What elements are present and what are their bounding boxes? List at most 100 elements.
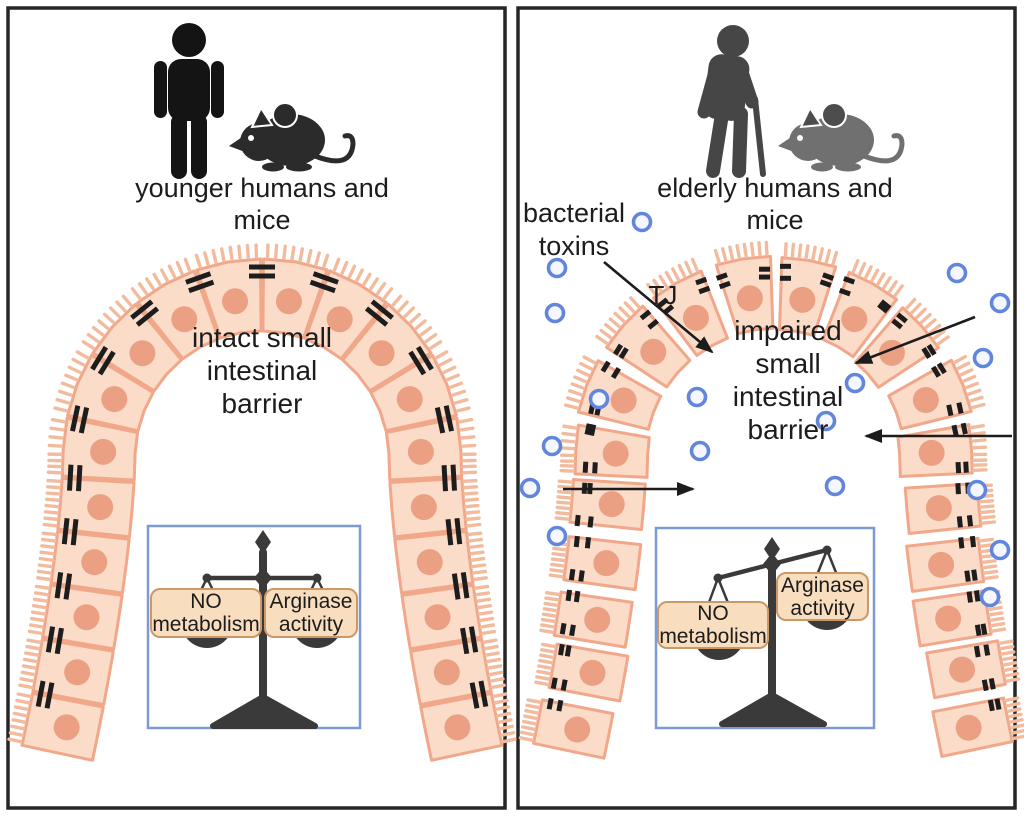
microvilli-tuft [237, 244, 242, 260]
bacterial-toxin-dot [686, 386, 708, 408]
tight-junction-icon-broken [966, 515, 974, 527]
tight-junction-icon-broken [560, 679, 568, 691]
cell-nucleus [598, 491, 625, 518]
tight-junction-icon [90, 345, 109, 371]
young-adult-arm-right [211, 61, 224, 118]
microvilli-tuft [664, 270, 675, 285]
intestinal-epithelium-intact [7, 243, 517, 762]
microvilli-tuft [555, 511, 571, 516]
tight-junction-icon [478, 680, 489, 708]
bacterial-toxin-dot [946, 262, 968, 284]
microvilli-tuft [375, 282, 387, 296]
tight-junction-icon [130, 299, 154, 320]
microvilli-tuft [64, 373, 79, 382]
microvilli-tuft [44, 497, 61, 502]
microvilli-tuft [560, 438, 576, 444]
microvilli-tuft [31, 604, 48, 610]
microvilli-tuft [498, 724, 514, 731]
microvilli-tuft [152, 272, 162, 287]
microvilli-tuft [542, 607, 558, 613]
microvilli-tuft [11, 718, 27, 724]
panel-right-caption: elderly humans and mice [657, 173, 893, 235]
microvilli-tuft [857, 262, 867, 277]
microvilli-tuft [522, 719, 538, 726]
microvilli-tuft [71, 357, 86, 367]
microvilli-tuft [540, 623, 556, 629]
microvilli-tuft [497, 718, 513, 724]
microvilli-tuft [518, 736, 534, 742]
bacterial-toxin-dots [519, 211, 1011, 608]
tight-junction-icon-broken [877, 302, 889, 314]
microvilli-tuft [26, 638, 42, 644]
microvilli-tuft [8, 731, 24, 737]
elderly-head [717, 25, 749, 57]
microvilli-tuft [49, 426, 65, 432]
cell-nucleus [579, 659, 606, 686]
tight-junction-icon [364, 306, 389, 327]
microvilli-tuft [460, 443, 477, 448]
tight-junction-icon [460, 627, 470, 655]
microvilli-tuft [28, 623, 45, 629]
tight-junction-icon [445, 518, 454, 546]
microvilli-tuft [919, 312, 932, 325]
microvilli-tuft [15, 698, 31, 705]
scale-pivot [254, 567, 272, 589]
microvilli-tuft [86, 332, 100, 344]
tight-junction-icon [443, 405, 454, 432]
microvilli-tuft [488, 670, 504, 677]
cell-nucleus [433, 659, 460, 686]
microvilli-tuft [183, 257, 192, 273]
microvilli-tuft [909, 302, 922, 315]
microvilli-tuft [476, 604, 493, 610]
tight-junction-icon [70, 405, 81, 432]
microvilli-tuft [20, 670, 36, 677]
microvilli-tuft [608, 317, 622, 329]
tight-junction-icon-broken [974, 624, 982, 637]
cell-nucleus [602, 440, 629, 467]
tight-junction-icon [441, 465, 449, 492]
microvilli-tuft [953, 354, 968, 365]
microvilli-tuft [7, 737, 23, 744]
young-adult-torso [168, 59, 210, 121]
microvilli-tuft [969, 424, 985, 430]
microvilli-tuft [44, 503, 60, 509]
microvilli-tuft [41, 531, 57, 537]
microvilli-tuft [534, 680, 550, 687]
microvilli-tuft [982, 569, 999, 575]
microvilli-tuft [306, 248, 313, 265]
microvilli-tuft [455, 406, 471, 413]
microvilli-tuft [322, 253, 330, 269]
microvilli-tuft [340, 260, 349, 276]
microvilli-tuft [629, 296, 641, 309]
microvilli-tuft [472, 576, 488, 582]
microvilli-tuft [1002, 661, 1018, 667]
tight-junction-icon-broken [879, 299, 892, 311]
cell-nucleus [736, 285, 763, 312]
microvilli-tuft [1004, 696, 1020, 703]
tight-junction-icon-broken [946, 404, 954, 417]
microvilli-tuft [466, 522, 482, 528]
microvilli-tuft [46, 478, 62, 484]
cell-nucleus [949, 656, 976, 683]
scale-pivot [763, 553, 781, 575]
young-adult-leg-left [171, 114, 187, 179]
microvilli-tuft [459, 426, 475, 432]
microvilli-tuft [671, 267, 681, 282]
tight-junction-icon-broken [971, 569, 978, 581]
bacterial-toxin-dot [541, 435, 563, 457]
microvilli-tuft [536, 669, 552, 676]
microvilli-tuft [37, 563, 54, 569]
microvilli-tuft [67, 365, 82, 375]
tight-junction-icon-broken [921, 347, 932, 360]
microvilli-tuft [458, 417, 474, 424]
microvilli-tuft [369, 277, 379, 291]
mouse-foot [811, 162, 833, 172]
microvilli-tuft [964, 381, 980, 390]
microvilli-tuft [461, 470, 478, 475]
tight-junction-icon-broken [969, 535, 977, 548]
microvilli-tuft [599, 328, 613, 340]
microvilli-tuft [561, 431, 577, 437]
panel-left-border [6, 6, 507, 810]
microvilli-tuft [403, 306, 416, 319]
microvilli-tuft [568, 389, 583, 397]
